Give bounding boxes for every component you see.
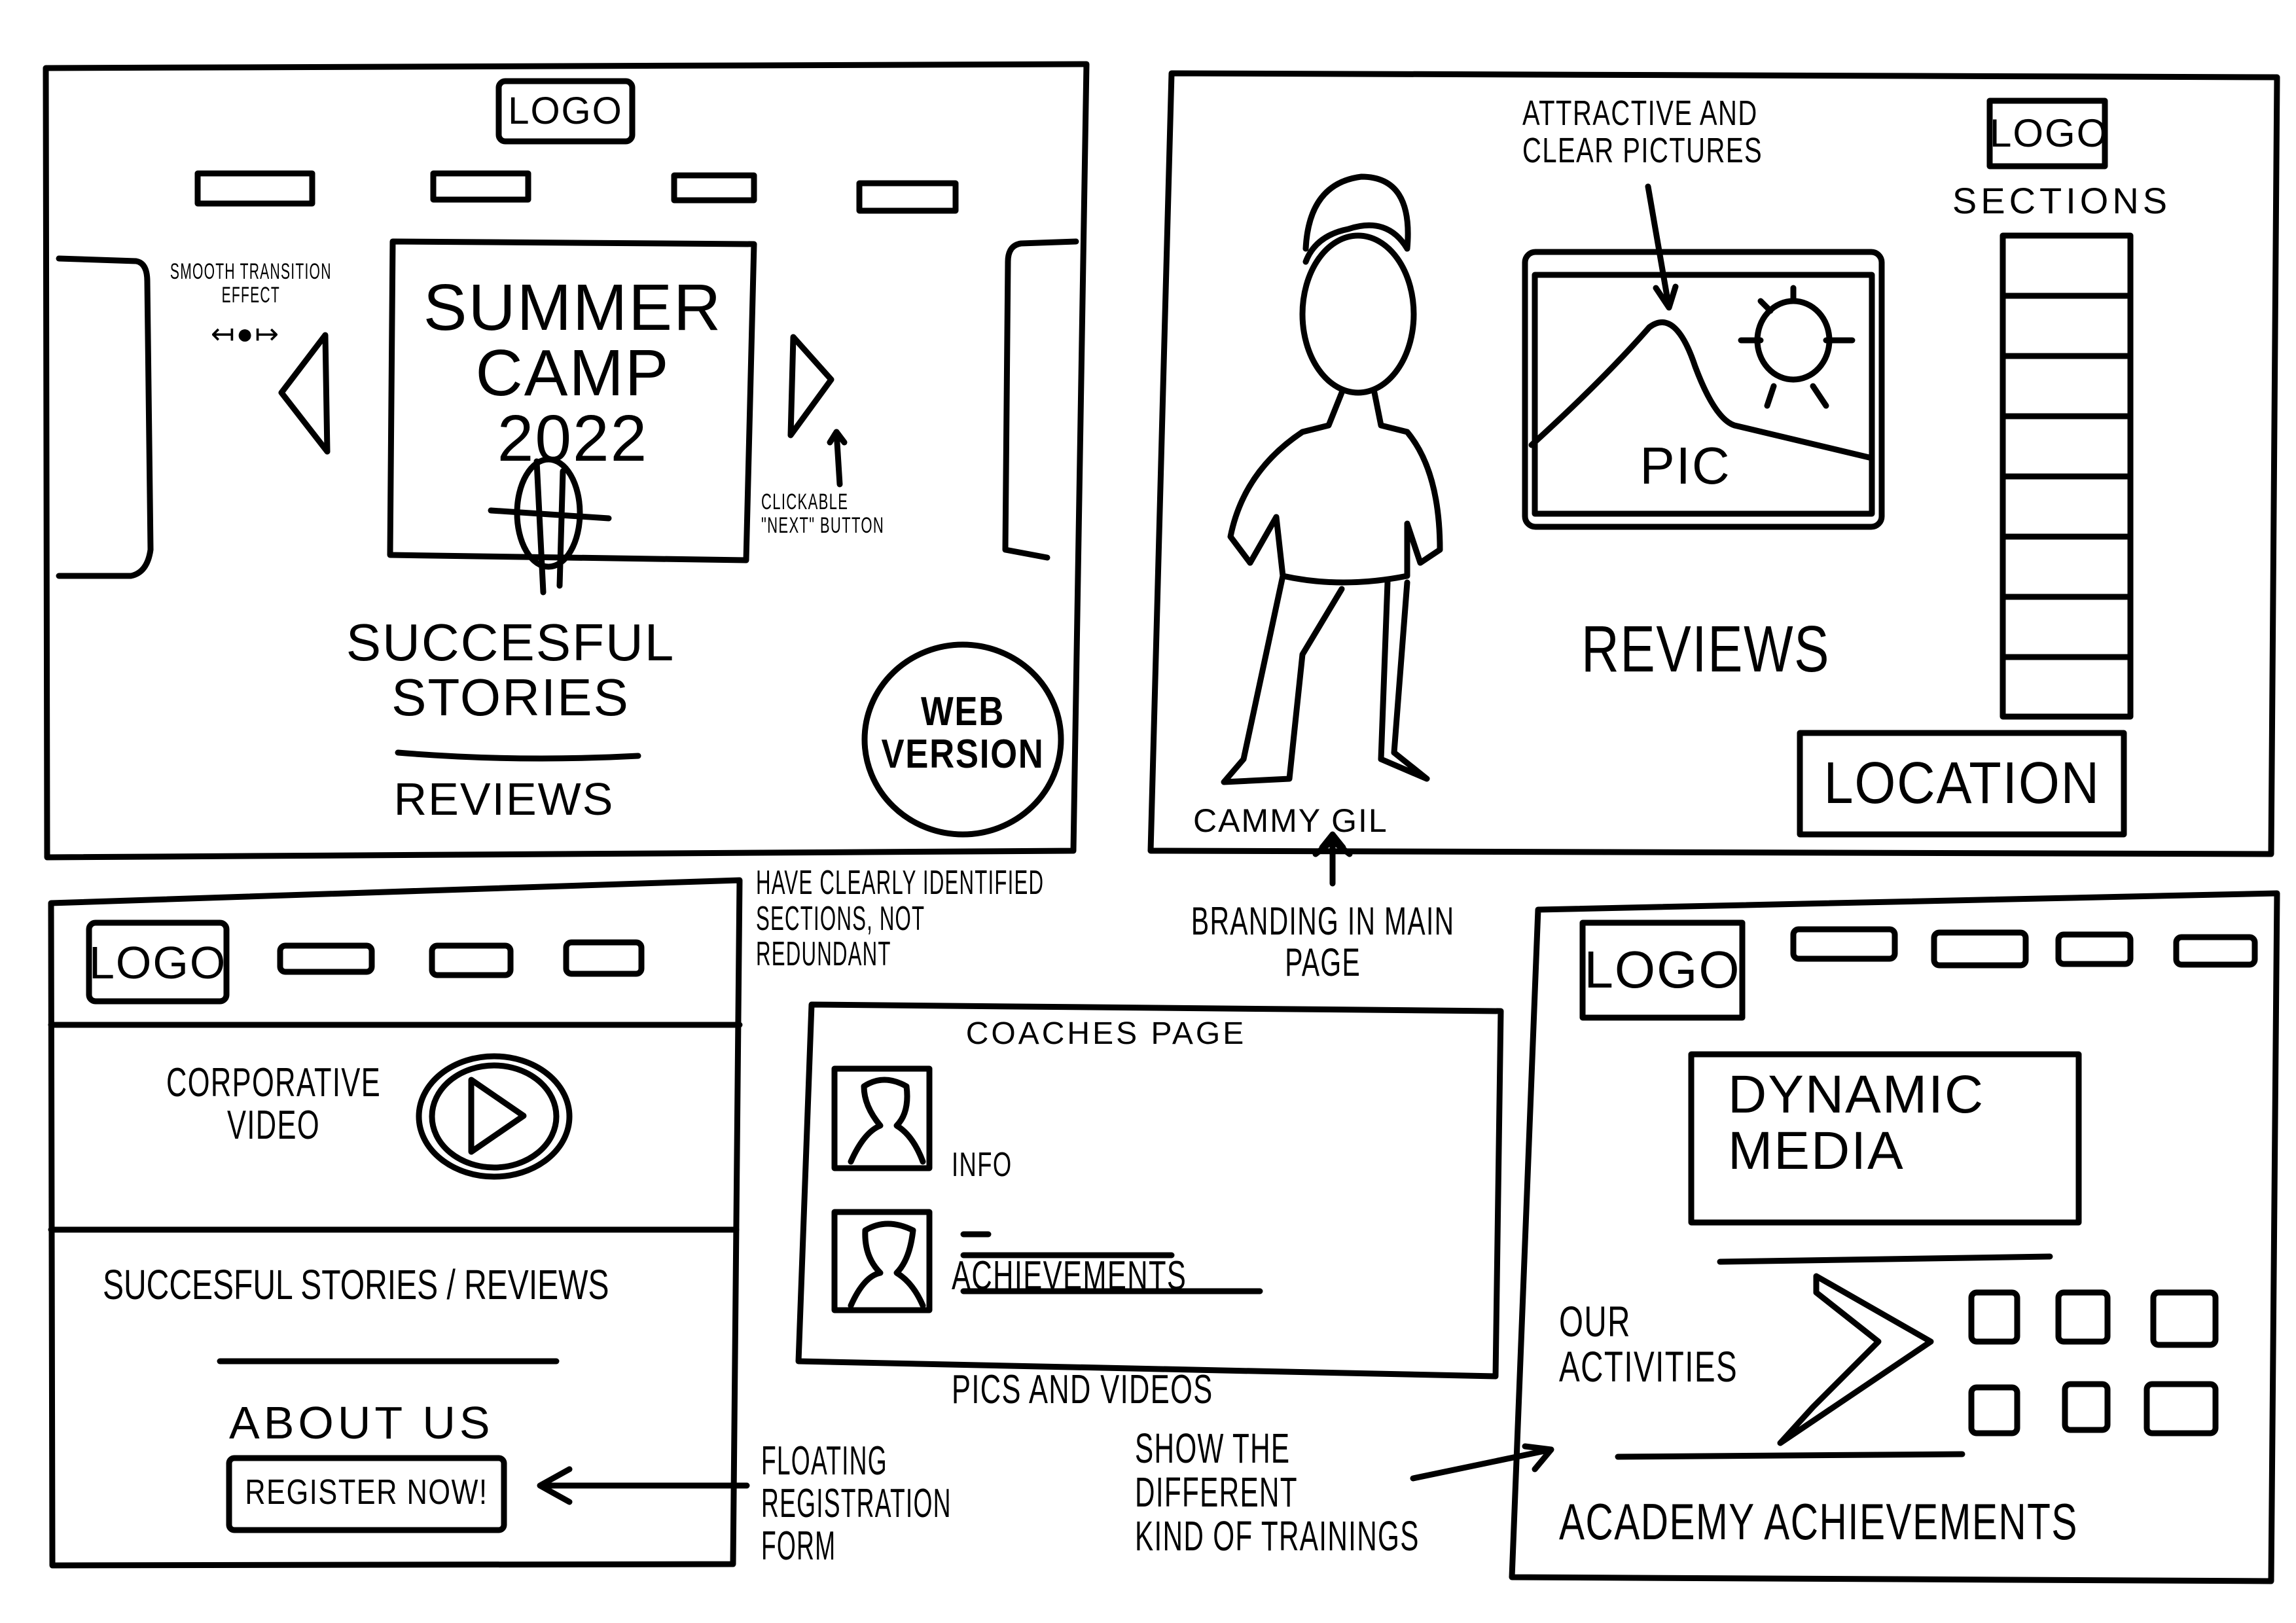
activities-heading: OUR ACTIVITIES (1559, 1297, 1738, 1391)
sun-rays (1738, 285, 1856, 409)
trainings-note-arrow (1410, 1443, 1554, 1482)
reviews-heading: REVIEWS (1581, 613, 1831, 686)
sections-note: HAVE CLEARLY IDENTIFIED SECTIONS, NOT RE… (756, 864, 1045, 974)
play-button-circle (416, 1053, 573, 1180)
nav-item (429, 942, 514, 978)
registration-note: FLOATING REGISTRATION FORM (761, 1438, 952, 1569)
coach-avatar-1-icon (848, 1077, 926, 1165)
mascot-name: CAMMY GIL (1193, 802, 1388, 839)
coach-info-list: INFO ACHIEVEMENTS PICS AND VIDEOS (952, 1076, 1254, 1447)
next-arrow-icon (787, 334, 834, 438)
logo-box (1579, 919, 1746, 1021)
logo-text: LOGO (1584, 940, 1741, 999)
coach-avatar-frame (831, 1065, 933, 1171)
nav-item (563, 939, 645, 977)
swipe-icon: ↤●↦ (210, 318, 281, 350)
location-button (1797, 730, 2127, 838)
placeholder-text-lines (960, 1231, 1263, 1294)
coaches-page-frame (795, 1001, 1504, 1380)
web-version-badge (861, 641, 1064, 838)
carousel-next-card (1002, 238, 1079, 561)
nav-item (430, 170, 531, 203)
picture-frame (1522, 249, 1885, 530)
basketball-lines (488, 458, 612, 596)
branding-note-arrow (1312, 831, 1353, 887)
chevron-right-icon (1777, 1273, 1934, 1446)
carousel-prev-card (56, 255, 154, 579)
next-note: CLICKABLE "NEXT" BUTTON (761, 490, 885, 538)
transition-note: SMOOTH TRANSITION EFFECT (170, 259, 332, 308)
dynamic-media-label: DYNAMIC MEDIA (1728, 1065, 1985, 1181)
header-divider (48, 1022, 743, 1233)
slide-title: SUMMER CAMP 2022 (423, 271, 723, 475)
mascot-illustration (1221, 173, 1443, 785)
logo-text: LOGO (89, 937, 227, 988)
divider (395, 749, 641, 762)
logo-box (1986, 98, 2108, 169)
nav-item (2173, 934, 2258, 968)
play-button-circle-inner (429, 1062, 560, 1171)
nav-item (671, 172, 757, 204)
coach-avatar-frame (831, 1209, 933, 1313)
location-label[interactable]: LOCATION (1823, 751, 2100, 816)
pic-label: PIC (1640, 437, 1731, 495)
panel-branding-frame (1147, 70, 2280, 857)
nav-item (856, 180, 959, 214)
picture-inner (1532, 272, 1875, 517)
registration-note-arrow (537, 1466, 750, 1505)
logo-box (86, 919, 230, 1005)
register-button-frame (226, 1455, 507, 1533)
branding-note: BRANDING IN MAIN PAGE (1191, 899, 1455, 984)
prev-arrow-icon (278, 332, 331, 455)
trainings-note: SHOW THE DIFFERENT KIND OF TRAININGS (1135, 1425, 1420, 1560)
logo-box (495, 78, 636, 145)
achievements-heading: ACADEMY ACHIEVEMENTS (1559, 1493, 2078, 1550)
sun-icon (1754, 298, 1833, 383)
sidebar-rows (2000, 293, 2134, 660)
nav-item (2055, 931, 2134, 967)
reviews-heading: REVIEWS (393, 774, 615, 825)
nav-item (277, 942, 375, 975)
divider (1615, 1253, 2053, 1460)
mountain-icon (1528, 319, 1875, 461)
pictures-note: ATTRACTIVE AND CLEAR PICTURES (1522, 94, 1763, 170)
video-label: CORPORATIVE VIDEO (166, 1060, 382, 1149)
about-us-heading: ABOUT US (229, 1397, 494, 1448)
stories-reviews-heading: SUCCESFUL STORIES / REVIEWS (103, 1261, 609, 1308)
coach-info-item: INFO (952, 1146, 1013, 1185)
pictures-note-arrow (1645, 183, 1679, 311)
register-now-button[interactable]: REGISTER NOW! (245, 1472, 488, 1512)
coach-avatar-2-icon (848, 1221, 926, 1309)
stories-heading: SUCCESFUL STORIES (346, 613, 675, 726)
play-icon (468, 1077, 527, 1155)
logo-text: LOGO (508, 90, 623, 132)
dynamic-media-frame (1688, 1051, 2082, 1226)
panel-activities-frame (1509, 890, 2280, 1584)
coach-info-item: ACHIEVEMENTS (952, 1253, 1187, 1298)
nav-item (194, 170, 315, 207)
coaches-page-title: COACHES PAGE (965, 1016, 1247, 1051)
nav-item (1931, 929, 2029, 969)
carousel-slide (387, 238, 757, 563)
panel-video-frame (48, 877, 743, 1569)
coach-info-item: PICS AND VIDEOS (952, 1367, 1213, 1413)
sections-label: SECTIONS (1952, 180, 2172, 221)
logo-text: LOGO (1990, 111, 2109, 155)
panel-home-carousel-frame (43, 61, 1090, 861)
activity-grid (1968, 1289, 2219, 1436)
web-version-label: WEB VERSION (881, 689, 1045, 777)
nav-item (1790, 926, 1898, 962)
next-note-arrow (827, 429, 848, 488)
